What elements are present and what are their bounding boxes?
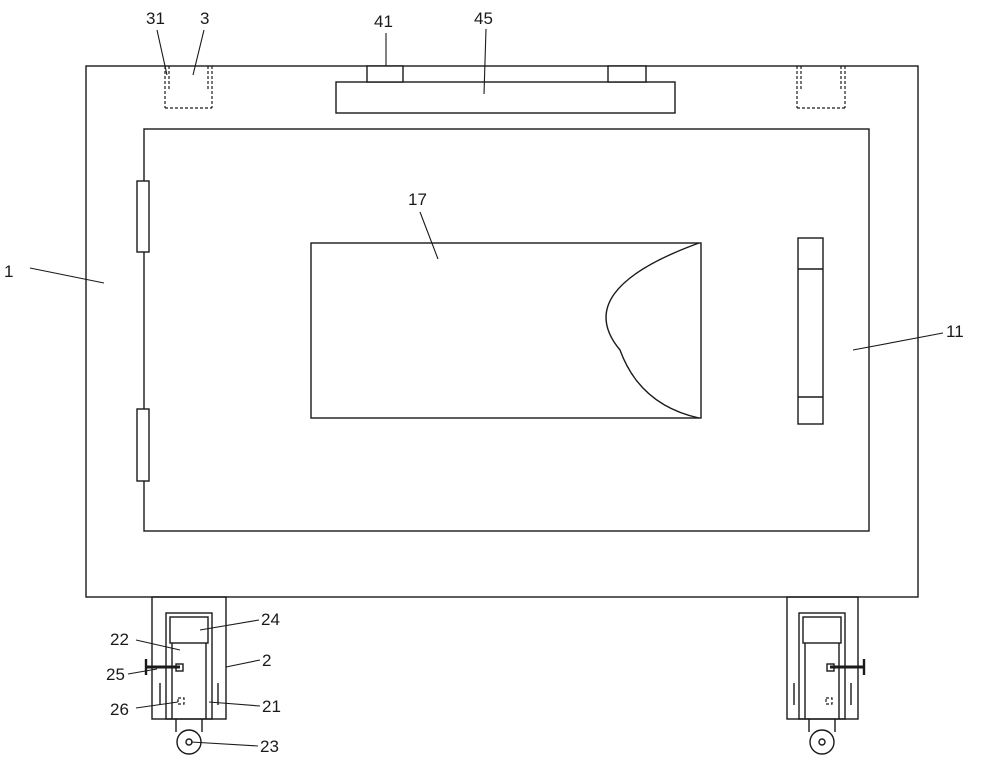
leader-31 — [156, 29, 168, 76]
leg-left — [144, 596, 227, 755]
leader-21 — [208, 701, 261, 707]
leader-24 — [199, 619, 260, 631]
label-25: 25 — [106, 665, 125, 684]
label-23: 23 — [260, 737, 279, 756]
mount-top-right — [796, 66, 846, 109]
leader-2 — [225, 659, 261, 668]
mount-top-left — [164, 66, 213, 109]
label-11: 11 — [946, 322, 964, 341]
door-panel — [143, 128, 870, 532]
label-1: 1 — [4, 262, 13, 281]
hinge-bottom — [136, 408, 150, 482]
leader-23 — [190, 741, 259, 747]
door-handle — [797, 237, 824, 425]
label-31: 31 — [146, 9, 165, 28]
leg-right — [786, 596, 866, 755]
label-2: 2 — [262, 651, 271, 670]
cabinet-body — [85, 65, 919, 598]
hinge-top — [136, 180, 150, 253]
leader-17 — [419, 211, 439, 260]
label-21: 21 — [262, 697, 281, 716]
label-26: 26 — [110, 700, 129, 719]
leader-26 — [135, 701, 179, 709]
leader-25 — [127, 668, 158, 675]
leader-45 — [483, 28, 487, 95]
leader-11 — [852, 332, 944, 351]
top-bar-assembly — [335, 65, 676, 114]
leader-22 — [135, 639, 181, 651]
label-41: 41 — [374, 12, 393, 31]
label-24: 24 — [261, 610, 280, 629]
label-22: 22 — [110, 630, 129, 649]
display-window — [310, 242, 702, 419]
leader-1 — [29, 267, 105, 284]
label-17: 17 — [408, 190, 427, 209]
label-3: 3 — [200, 9, 209, 28]
leader-3 — [192, 29, 205, 76]
label-45: 45 — [474, 9, 493, 28]
